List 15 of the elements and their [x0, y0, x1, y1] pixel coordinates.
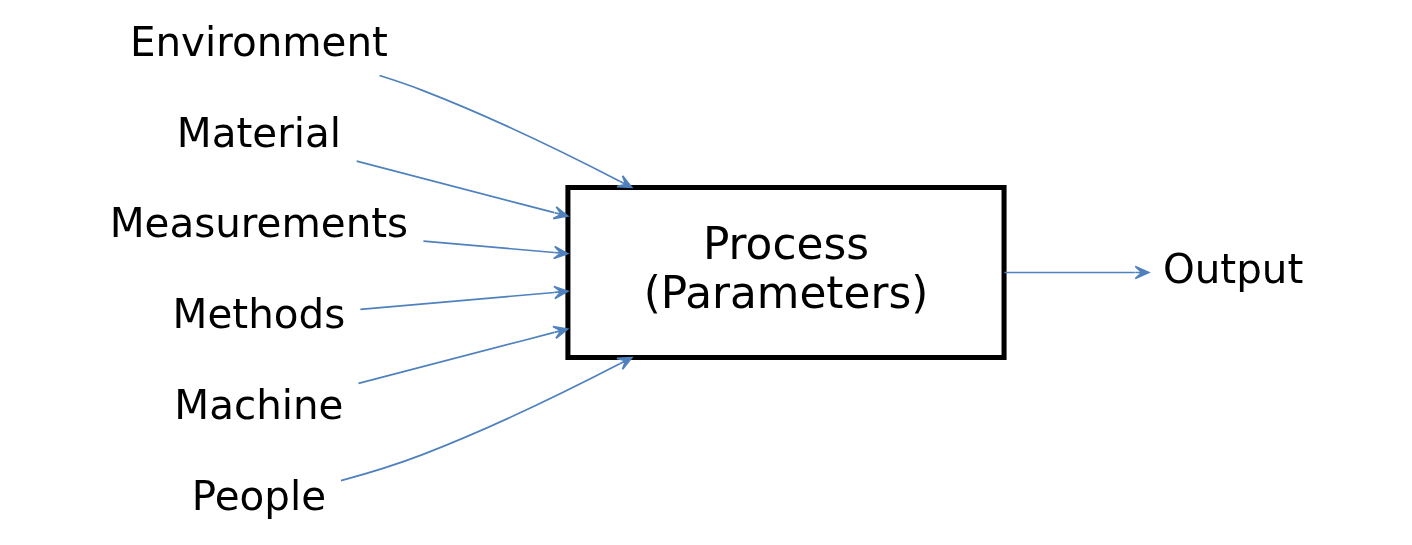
node-text: Environment	[129, 17, 388, 66]
arrow	[378, 74, 633, 189]
node-text: Methods	[172, 290, 346, 339]
arrow	[1003, 265, 1150, 280]
node-text: Output	[1162, 244, 1304, 293]
node-text: People	[191, 472, 327, 521]
arrow	[355, 160, 569, 220]
node-text: Material	[176, 108, 341, 157]
arrow	[422, 240, 569, 260]
node-text: Machine	[174, 381, 344, 430]
node-text: Measurements	[109, 199, 409, 248]
arrow	[357, 325, 569, 385]
arrow	[340, 356, 633, 482]
node-box: Process (Parameters)	[565, 184, 1007, 361]
arrow	[359, 285, 569, 311]
